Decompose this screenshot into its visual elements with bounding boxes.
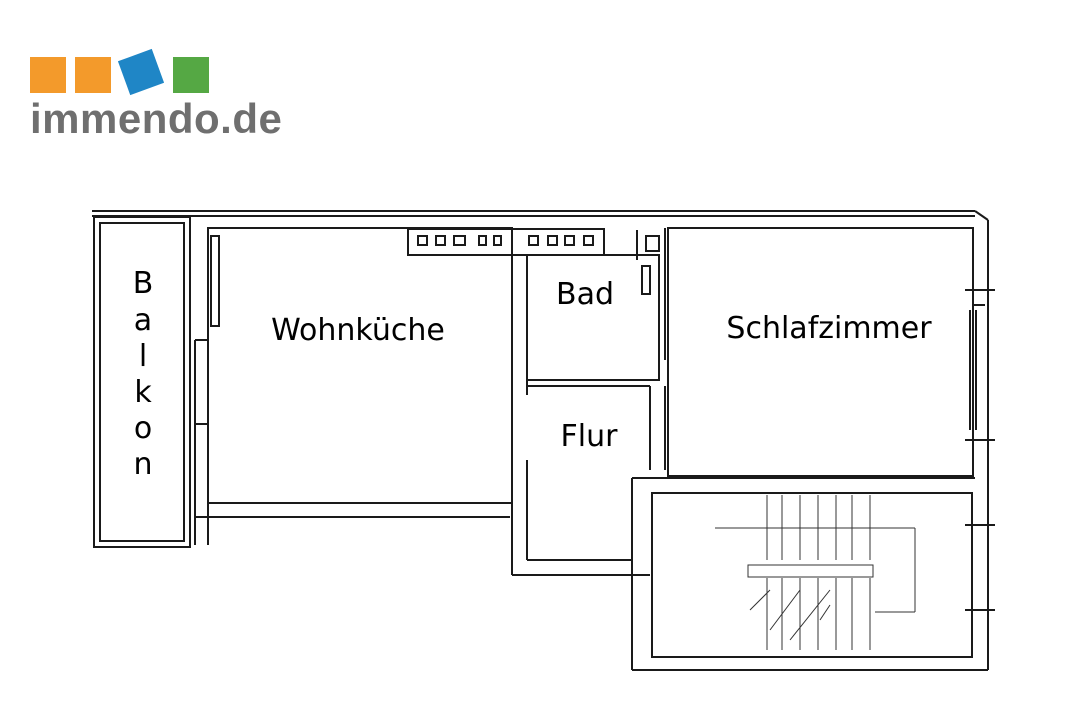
stairwell-outline [651, 492, 973, 658]
bad-label: Bad [556, 277, 614, 312]
schlafzimmer-label: Schlafzimmer [726, 311, 932, 346]
logo-square-1 [30, 57, 66, 93]
logo-square-2 [75, 57, 111, 93]
svg-text:B: B [133, 266, 154, 301]
balcony-outline [93, 216, 191, 548]
svg-text:n: n [133, 447, 152, 482]
bad-outline [526, 254, 660, 381]
svg-text:o: o [134, 411, 152, 446]
logo-text: immendo.de [30, 95, 283, 142]
logo-square-3 [117, 48, 165, 96]
wohnkueche-outline [207, 227, 513, 504]
svg-text:l: l [139, 339, 147, 374]
svg-text:a: a [134, 303, 152, 338]
logo-squares [30, 48, 209, 96]
logo-square-4 [173, 57, 209, 93]
balkon-label: B a l k o n [133, 266, 154, 482]
flur-label: Flur [561, 419, 619, 454]
svg-text:k: k [134, 375, 152, 410]
wohnkueche-label: Wohnküche [271, 313, 445, 348]
schlafzimmer-outline [667, 227, 974, 477]
